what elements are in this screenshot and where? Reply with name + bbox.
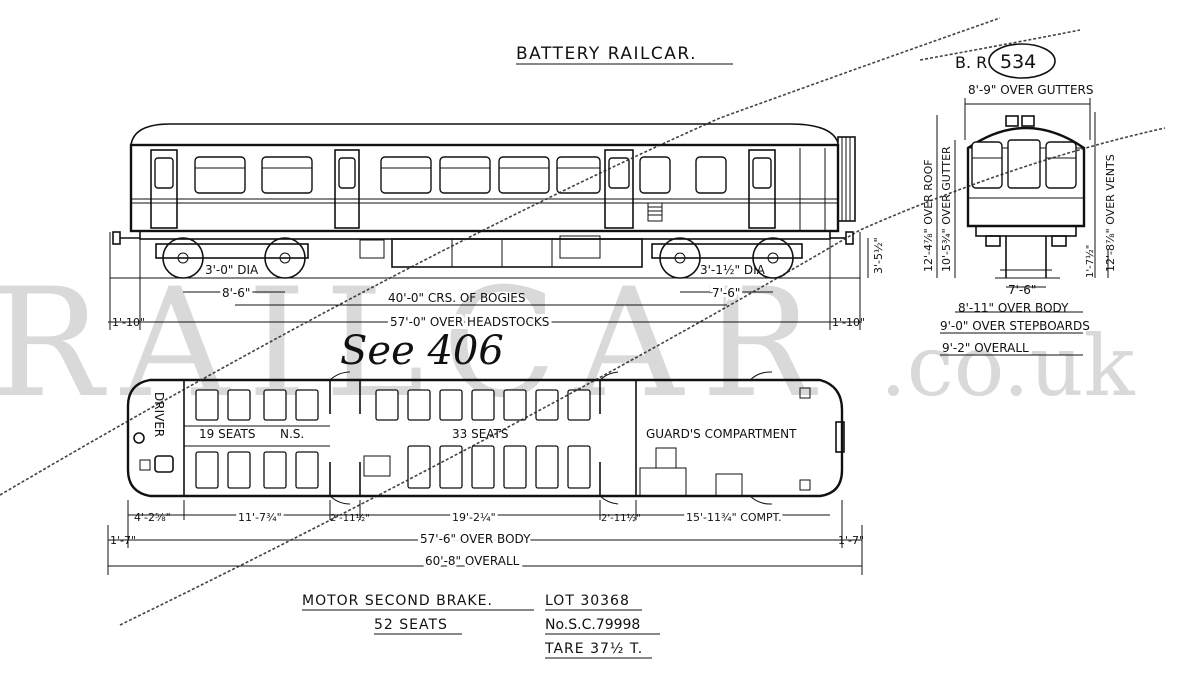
end-view: 8'-9" OVER GUTTERS 12'-4⅞" OVER ROOF 10'… — [922, 83, 1117, 356]
track-gauge: 7'-6" — [1008, 283, 1036, 297]
over-gutters: 8'-9" OVER GUTTERS — [968, 83, 1093, 97]
plan-end-right: 1'-7" — [838, 534, 864, 547]
over-headstocks: 57'-0" OVER HEADSTOCKS — [390, 315, 549, 329]
plan-over-body: 57'-6" OVER BODY — [420, 532, 531, 546]
driver-label: DRIVER — [152, 392, 166, 437]
caption-number: No.S.C.79998 — [545, 617, 640, 633]
seats-saloon-a — [195, 389, 319, 489]
diagram-ref-circle — [988, 43, 1056, 79]
window-2 — [261, 156, 313, 194]
diagram-ref-prefix: B. R — [955, 53, 987, 72]
over-roof: 12'-4⅞" OVER ROOF — [922, 159, 935, 272]
plan-overall: 60'-8" OVERALL — [425, 554, 520, 568]
dim-guard: 15'-11¾" COMPT. — [686, 511, 782, 524]
end-left-dim: 1'-10" — [112, 316, 145, 329]
bogie-centres: 40'-0" CRS. OF BOGIES — [388, 291, 526, 305]
dim-saloon2: 19'-2¼" — [452, 511, 496, 524]
dim-vest2: 2'-11½" — [601, 512, 641, 524]
step-height: 1'-7½" — [1084, 245, 1096, 278]
diagram-title: BATTERY RAILCAR. — [516, 44, 697, 64]
over-gutter-height: 10'-5¾" OVER GUTTER — [940, 146, 953, 272]
watermark: RAILCAR — [0, 257, 832, 431]
end-overall: 9'-2" OVERALL — [942, 341, 1029, 355]
end-over-stepboards: 9'-0" OVER STEPBOARDS — [940, 319, 1090, 333]
caption-tare: TARE 37½ T. — [544, 641, 643, 657]
end-over-body: 8'-11" OVER BODY — [958, 301, 1069, 315]
window-8 — [695, 156, 727, 194]
pencil-stroke-1 — [0, 17, 1001, 496]
caption-lot: LOT 30368 — [545, 593, 630, 609]
plan-view: DRIVER 19 SEATS N.S. 33 SEATS GUARD'S CO… — [107, 371, 864, 575]
dim-saloon1: 11'-7¾" — [238, 511, 282, 524]
buffer-height: 3'-5½" — [872, 237, 885, 274]
pencil-stroke-3 — [919, 29, 1081, 61]
seats-saloon-b — [375, 389, 591, 489]
wheel-dia-right: 3'-1½" DIA — [700, 263, 766, 277]
window-4 — [439, 156, 491, 194]
side-elevation: 3'-0" DIA 3'-1½" DIA 8'-6" 7'-6" 40'-0" … — [108, 123, 885, 332]
end-right-dim: 1'-10" — [832, 316, 865, 329]
seats-b-label: 33 SEATS — [452, 427, 509, 441]
bogie-wheelbase-right: 7'-6" — [712, 286, 740, 300]
plan-end-left: 1'-7" — [110, 534, 136, 547]
window-5 — [498, 156, 550, 194]
caption-type: MOTOR SECOND BRAKE. — [302, 593, 493, 609]
over-vents: 12'-8⅞" OVER VENTS — [1104, 154, 1117, 272]
wheel-dia-left: 3'-0" DIA — [205, 263, 259, 277]
caption: MOTOR SECOND BRAKE. LOT 30368 52 SEATS N… — [302, 593, 660, 659]
bogie-wheelbase-left: 8'-6" — [222, 286, 250, 300]
caption-seats: 52 SEATS — [374, 617, 448, 633]
window-6 — [556, 156, 601, 194]
seats-a-label: 19 SEATS — [199, 427, 256, 441]
handwritten-note: See 406 — [340, 328, 504, 374]
diagram-ref-number: 534 — [1000, 51, 1036, 73]
guards-label: GUARD'S COMPARTMENT — [646, 427, 797, 441]
window-7 — [639, 156, 671, 194]
dim-cab: 4'-2⅝" — [134, 511, 171, 524]
pencil-stroke-2 — [119, 127, 1166, 626]
window-3 — [380, 156, 432, 194]
window-1 — [194, 156, 246, 194]
ns-label: N.S. — [280, 427, 304, 441]
